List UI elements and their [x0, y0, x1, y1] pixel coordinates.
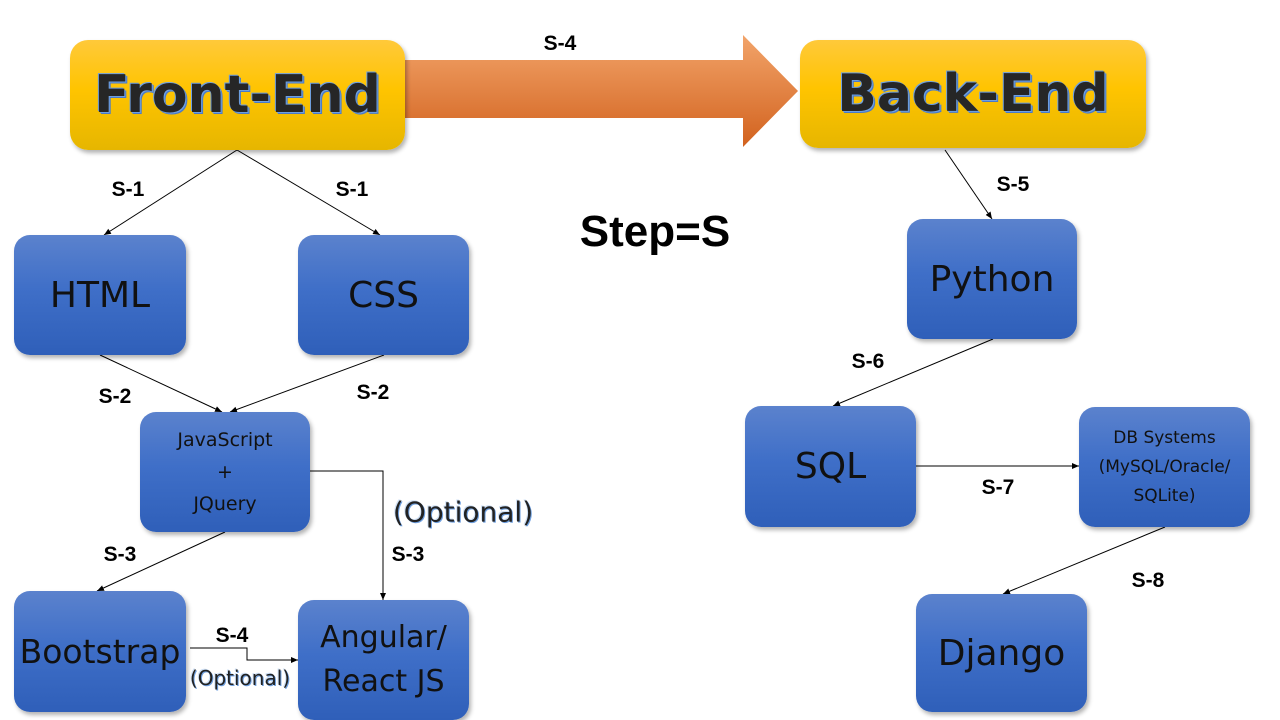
step-label: S-8	[1131, 569, 1165, 592]
angular-label-2: React JS	[322, 664, 445, 699]
step-label-front-back: S-4	[543, 32, 577, 55]
html-node: HTML	[14, 235, 186, 355]
step-label: S-2	[356, 381, 390, 404]
js-label-3: JQuery	[193, 493, 257, 515]
css-label: CSS	[348, 274, 419, 316]
step-label: S-3	[103, 543, 137, 566]
angular-react-node: Angular/React JS	[298, 600, 469, 720]
big-arrow-front-to-back	[405, 35, 798, 147]
django-node: Django	[916, 594, 1087, 712]
sql-label: SQL	[794, 446, 867, 487]
optional-note: (Optional)	[189, 666, 291, 690]
sql-node: SQL	[745, 406, 916, 527]
front-end-title: Front-End	[94, 65, 381, 125]
python-label: Python	[929, 258, 1055, 300]
html-label: HTML	[49, 274, 151, 316]
bootstrap-node: Bootstrap	[14, 591, 186, 712]
step-label: S-5	[996, 173, 1030, 196]
step-label: S-6	[851, 350, 885, 373]
js-label-1: JavaScript	[177, 429, 273, 451]
db-systems-node: DB Systems (MySQL/Oracle/SQLite)	[1079, 407, 1250, 527]
step-label: S-3	[391, 543, 425, 566]
bootstrap-label: Bootstrap	[19, 632, 181, 671]
step-label: S-4	[215, 624, 249, 647]
db-label-1: DB Systems	[1113, 427, 1216, 448]
step-legend: Step=S	[579, 207, 731, 256]
python-node: Python	[907, 219, 1077, 339]
db-label-3: SQLite)	[1133, 485, 1196, 506]
step-label: S-7	[981, 476, 1015, 499]
css-node: CSS	[298, 235, 469, 355]
step-label: S-2	[98, 385, 132, 408]
django-label: Django	[937, 632, 1066, 674]
step-label: S-1	[335, 178, 369, 201]
front-end-box: Front-End	[70, 40, 405, 150]
js-label-2: +	[217, 461, 233, 483]
step-label: S-1	[111, 178, 145, 201]
back-end-box: Back-End	[800, 40, 1146, 148]
back-end-title: Back-End	[837, 64, 1109, 124]
optional-note: (Optional)	[392, 495, 534, 529]
db-label-2: (MySQL/Oracle/	[1098, 456, 1231, 477]
angular-label-1: Angular/	[320, 620, 447, 655]
javascript-node: JavaScript + JQuery	[140, 412, 310, 532]
